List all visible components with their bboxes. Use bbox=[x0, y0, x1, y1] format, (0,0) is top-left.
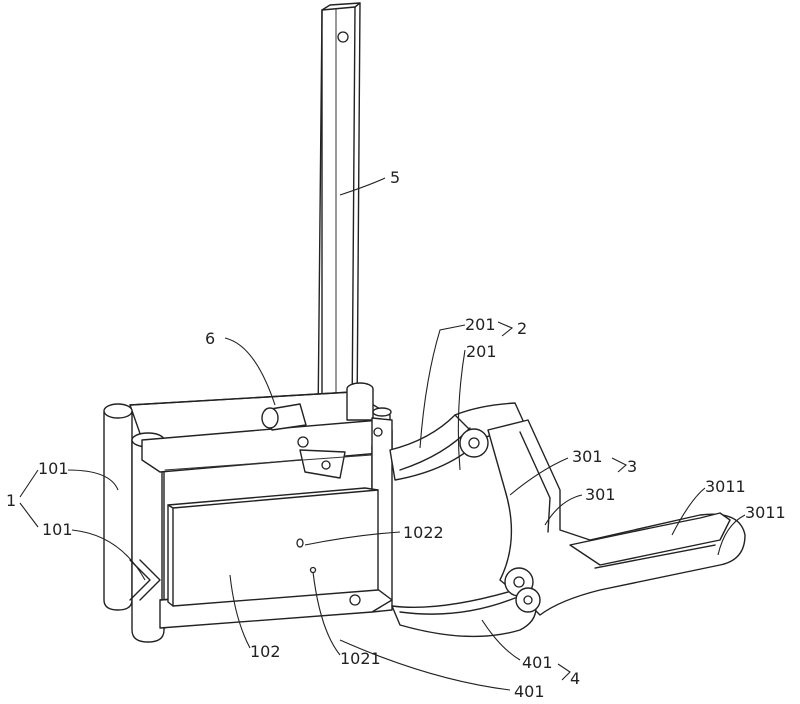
label-6: 6 bbox=[205, 329, 215, 348]
label-401-b: 401 bbox=[514, 682, 545, 701]
label-3: 3 bbox=[627, 457, 637, 476]
label-2: 2 bbox=[517, 319, 527, 338]
label-3011-a: 3011 bbox=[705, 477, 746, 496]
label-301-a: 301 bbox=[572, 447, 603, 466]
panel bbox=[165, 455, 378, 606]
label-301-b: 301 bbox=[585, 485, 616, 504]
label-401-a: 401 bbox=[522, 653, 553, 672]
label-5: 5 bbox=[390, 168, 400, 187]
label-102: 102 bbox=[250, 642, 281, 661]
label-1022: 1022 bbox=[403, 523, 444, 542]
label-3011-b: 3011 bbox=[745, 503, 786, 522]
label-101-a: 101 bbox=[38, 459, 69, 478]
label-1021: 1021 bbox=[340, 649, 381, 668]
label-4: 4 bbox=[570, 669, 580, 688]
label-101-b: 101 bbox=[42, 520, 73, 539]
label-201-a: 201 bbox=[465, 315, 496, 334]
label-1: 1 bbox=[6, 491, 16, 510]
vertical-bar bbox=[318, 3, 360, 422]
label-201-b: 201 bbox=[466, 342, 497, 361]
lower-arm bbox=[392, 568, 540, 636]
